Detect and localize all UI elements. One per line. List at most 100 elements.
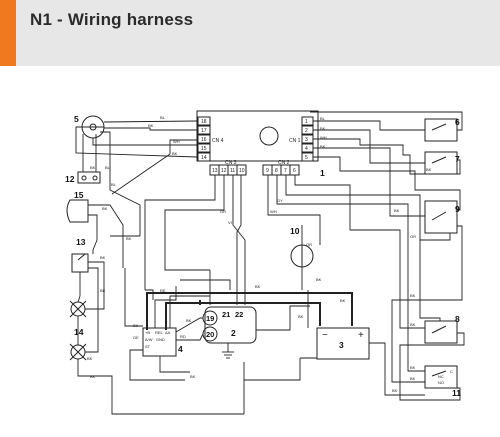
label-component-6: 6	[455, 117, 460, 127]
wire-label: BK	[126, 236, 132, 241]
wire-label: BK	[100, 255, 106, 260]
label-component-12: 12	[65, 174, 75, 184]
relay-label-aw: A/W	[145, 337, 153, 342]
wire-label: BL	[105, 165, 111, 170]
cn3-pin-13: 13	[212, 168, 218, 174]
wire-label: BK	[340, 298, 346, 303]
wire-label: BK	[298, 314, 304, 319]
wire-label: WH	[320, 135, 327, 140]
cn4-pin-14: 14	[201, 155, 207, 161]
wire-label: BK	[100, 288, 106, 293]
wire-label: RD	[180, 334, 186, 339]
label-component-11: 11	[452, 388, 461, 398]
label-component-2: 2	[231, 328, 236, 338]
component-14-lamp-upper	[69, 300, 87, 318]
wire-label: BK	[392, 388, 398, 393]
label-component-4: 4	[178, 344, 183, 354]
label-terminal-21: 21	[222, 310, 230, 319]
cn3-block	[209, 164, 247, 176]
wire-label: BK	[394, 208, 400, 213]
relay-label-rel: REL	[155, 330, 164, 335]
component-3-battery	[316, 327, 370, 360]
component-10-switch	[290, 244, 314, 268]
header-bar: N1 - Wiring harness	[0, 0, 500, 66]
battery-plus-sign: +	[358, 330, 364, 341]
cn4-block	[197, 116, 211, 162]
cn1-pin-5: 5	[305, 155, 308, 161]
cn3-pin-11: 11	[230, 168, 235, 174]
cn4-pin-17: 17	[201, 128, 207, 134]
component-5-keyswitch	[81, 115, 105, 139]
label-cn4: CN 4	[212, 138, 224, 144]
cn4-pin-18: 18	[201, 119, 207, 125]
component-12-fuse	[77, 171, 101, 184]
component-14-lamp-lower	[69, 343, 87, 361]
wire-label: BK	[90, 374, 96, 379]
component-4-relay	[142, 327, 177, 357]
label-component-13: 13	[76, 237, 86, 247]
control-unit-knob	[259, 126, 279, 146]
label-cn3: CN 3	[225, 160, 237, 166]
component-11-microswitch	[424, 365, 458, 389]
wire-label: GR	[220, 209, 226, 214]
cn3-pin-12: 12	[221, 168, 227, 174]
label-cn2: CN 2	[278, 160, 290, 166]
relay-label-st: ST	[145, 344, 151, 349]
wire-label: BK	[410, 365, 416, 370]
label-terminal-22: 22	[235, 310, 243, 319]
label-component-3: 3	[339, 340, 344, 350]
label-component-10: 10	[290, 226, 300, 236]
page-title: N1 - Wiring harness	[30, 10, 194, 29]
wiring-diagram: − + 1 2 3 4 5 6 7 8 9 10 11 12 13 14 15 …	[0, 66, 500, 432]
relay-label-gnd: GND	[156, 337, 165, 342]
wire-label: BK	[320, 126, 326, 131]
label-component-14: 14	[74, 327, 84, 337]
label-terminal-19: 19	[206, 314, 214, 323]
cn3-pin-10: 10	[239, 168, 245, 174]
wire-label: BK	[90, 165, 96, 170]
wire-label: BK	[87, 356, 93, 361]
wire-label: VI	[228, 220, 232, 225]
wire-label: WH	[270, 209, 277, 214]
wire-label: BL	[160, 115, 166, 120]
wire-label: BK	[316, 277, 322, 282]
cn2-pin-9: 9	[266, 168, 269, 174]
wire-label: BK	[148, 123, 154, 128]
label-component-1: 1	[320, 168, 325, 178]
wire-label: BK	[133, 323, 139, 328]
battery-minus-sign: −	[322, 330, 328, 341]
wire-label: BK	[172, 151, 178, 156]
label-component-5: 5	[74, 114, 79, 124]
cn1-pin-3: 3	[305, 137, 308, 143]
header-accent	[0, 0, 16, 66]
control-unit-body	[196, 110, 319, 162]
label-cn1: CN 1	[289, 138, 301, 144]
wire-label: WH	[173, 139, 180, 144]
cn2-pin-8: 8	[275, 168, 278, 174]
wire-label: GE	[133, 335, 139, 340]
wiring-thin	[75, 111, 465, 415]
cn1-pin-2: 2	[305, 128, 308, 134]
relay-label-aa: AA	[165, 330, 171, 335]
component-13-switch	[71, 253, 89, 273]
wire-label: BK	[186, 318, 192, 323]
cn2-block	[262, 164, 300, 176]
component-6-microswitch	[424, 118, 458, 142]
cn2-pin-6: 6	[293, 168, 296, 174]
label-component-9: 9	[455, 204, 460, 214]
label-component-8: 8	[455, 314, 460, 324]
wire-label: GY	[277, 198, 283, 203]
label-terminal-20: 20	[206, 330, 214, 339]
wire-label: BL	[320, 116, 326, 121]
wire-label: RE	[160, 288, 166, 293]
switch10-label: OR	[306, 242, 312, 247]
wire-label: BK	[410, 293, 416, 298]
wire-label: BK	[190, 374, 196, 379]
switch11-label-nc: NC	[438, 374, 444, 379]
label-component-7: 7	[455, 154, 460, 164]
cn1-pin-4: 4	[305, 146, 308, 152]
component-9-microswitch	[424, 200, 458, 234]
relay-label-plus-b: +B	[145, 330, 150, 335]
wire-label: BK	[102, 206, 108, 211]
wire-label: BK	[410, 322, 416, 327]
